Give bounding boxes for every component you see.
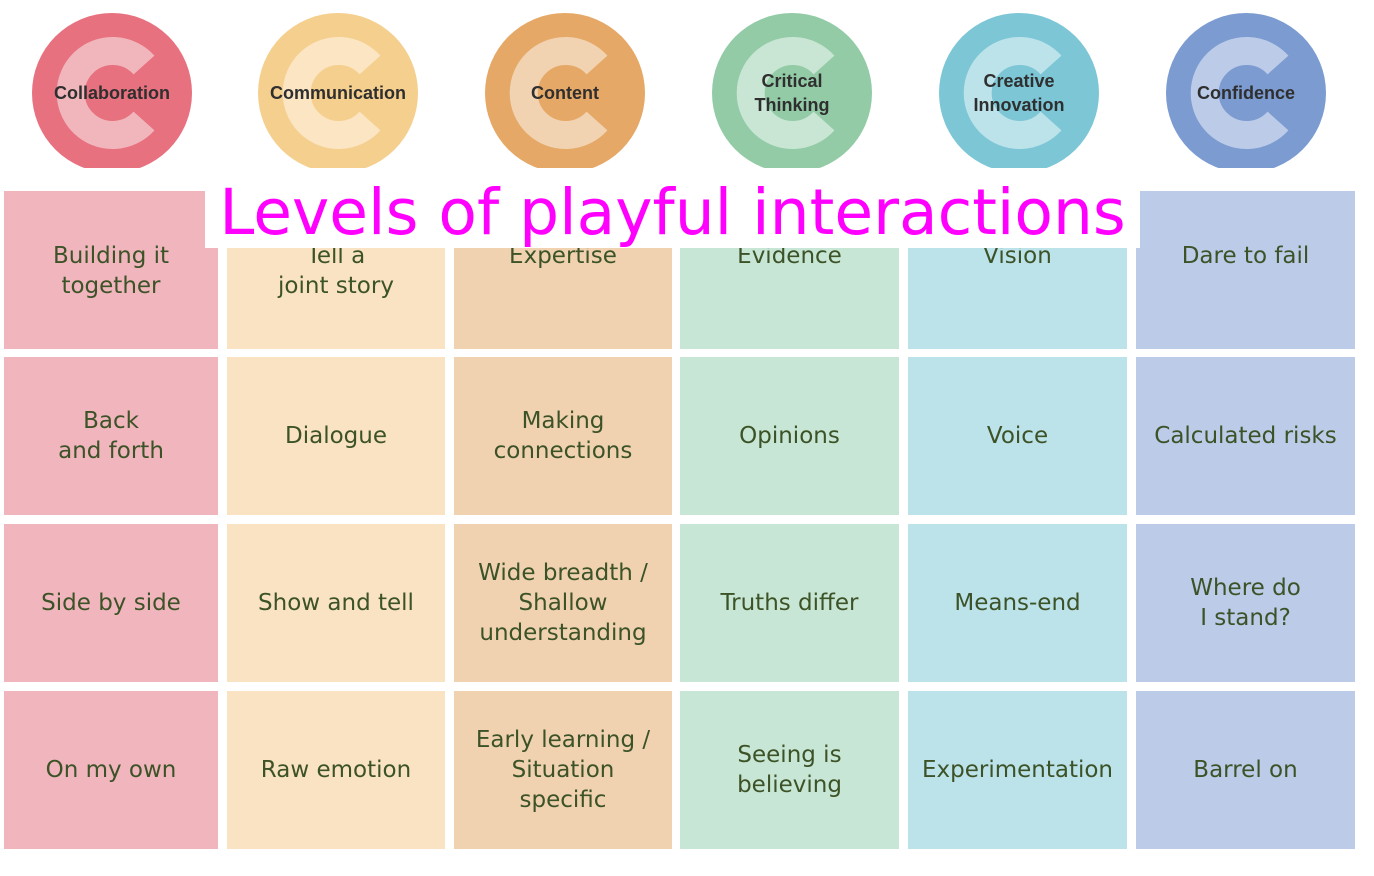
level-cell: Calculated risks [1136, 357, 1355, 515]
c-logo-icon [282, 37, 381, 149]
category-circle-2: Content [485, 13, 645, 173]
category-label: Collaboration [54, 83, 170, 103]
level-cell: Dare to fail [1136, 191, 1355, 349]
c-logo-icon [963, 37, 1062, 149]
c-logo-icon [56, 37, 155, 149]
category-label: Critical Thinking [754, 71, 830, 115]
level-cell: Show and tell [227, 524, 445, 682]
level-cell: Experimentation [908, 691, 1127, 849]
level-cell: Wide breadth / Shallow understanding [454, 524, 672, 682]
category-circle-0: Collaboration [32, 13, 192, 173]
c-logo-icon [509, 37, 608, 149]
level-cell: Building it together [4, 191, 218, 349]
level-cell: Back and forth [4, 357, 218, 515]
c-logo-icon [1190, 37, 1289, 149]
category-label: Communication [269, 83, 406, 103]
level-cell: Where do I stand? [1136, 524, 1355, 682]
level-cell: Seeing is believing [680, 691, 899, 849]
category-label: Creative Innovation [973, 71, 1065, 115]
level-cell: Opinions [680, 357, 899, 515]
category-label: Confidence [1196, 83, 1295, 103]
level-cell: Raw emotion [227, 691, 445, 849]
level-cell: Means-end [908, 524, 1127, 682]
level-cell: Side by side [4, 524, 218, 682]
level-cell: Making connections [454, 357, 672, 515]
level-cell: Early learning / Situation specific [454, 691, 672, 849]
page-title: Levels of playful interactions [219, 175, 1126, 249]
category-circle-4: Creative Innovation [939, 13, 1099, 173]
level-cell: Barrel on [1136, 691, 1355, 849]
c-logo-icon [736, 37, 835, 149]
category-circle-5: Confidence [1166, 13, 1326, 173]
level-cell: Truths differ [680, 524, 899, 682]
level-cell: Voice [908, 357, 1127, 515]
category-circle-3: Critical Thinking [712, 13, 872, 173]
level-cell: On my own [4, 691, 218, 849]
title-banner: Levels of playful interactions [205, 175, 1140, 249]
level-cell: Dialogue [227, 357, 445, 515]
category-circle-1: Communication [258, 13, 418, 173]
category-label: Content [531, 83, 599, 103]
